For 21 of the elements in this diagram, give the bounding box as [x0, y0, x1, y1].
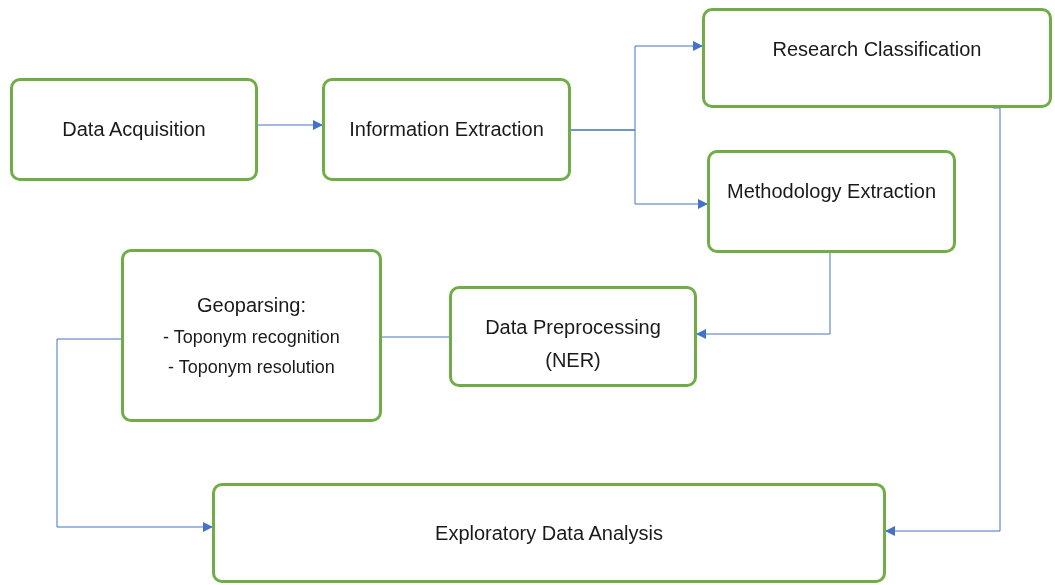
box-label: Data Preprocessing (NER)	[484, 315, 662, 373]
connector-arrow	[257, 120, 323, 130]
box-label: Geoparsing:	[197, 293, 306, 318]
connector-arrow	[56, 338, 213, 532]
box-label: - Toponym resolution	[168, 356, 335, 379]
process-box	[322, 78, 571, 181]
process-box	[10, 78, 258, 181]
box-label: Data Acquisition	[62, 117, 206, 142]
process-box	[702, 8, 1052, 108]
box-label: - Toponym recognition	[163, 326, 340, 349]
connector-arrow	[696, 252, 831, 339]
connector-arrow	[570, 129, 708, 209]
box-label: Methodology Extraction	[727, 179, 936, 204]
box-label: Exploratory Data Analysis	[435, 520, 663, 546]
process-box	[212, 483, 886, 583]
box-label: Research Classification	[772, 37, 982, 62]
process-box	[449, 286, 697, 387]
connector-arrow	[885, 107, 1001, 536]
process-box	[707, 150, 956, 253]
box-label: Information Extraction	[349, 117, 544, 142]
process-box	[121, 249, 382, 422]
